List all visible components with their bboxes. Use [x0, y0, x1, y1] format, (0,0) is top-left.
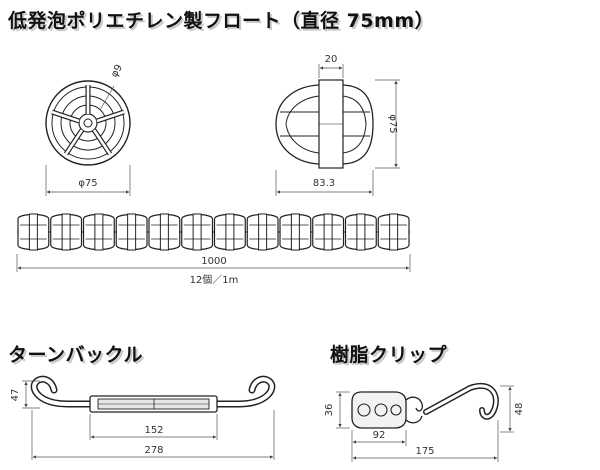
float-front-view — [45, 80, 131, 166]
side-length-label: 83.3 — [313, 178, 335, 189]
turnbuckle-heading: ターンバックル — [8, 344, 143, 366]
clip-drawing — [351, 383, 499, 429]
clip-height-right-label: 48 — [514, 403, 525, 416]
side-width-label: 20 — [325, 54, 338, 65]
clip-dimension-lines — [336, 385, 514, 462]
chain-float-unit — [148, 213, 181, 251]
chain-float-unit — [50, 213, 83, 251]
clip-body-label: 92 — [373, 430, 386, 441]
clip-heading: 樹脂クリップ — [330, 344, 448, 366]
side-dia-label: φ75 — [387, 114, 398, 133]
front-dia-label: φ75 — [78, 178, 97, 189]
chain-float-unit — [246, 213, 279, 251]
chain-float-unit — [344, 213, 377, 251]
front-dimension-lines — [45, 85, 131, 196]
chain-length-label: 1000 — [201, 256, 226, 267]
float-side-view — [275, 79, 374, 169]
chain-float-unit — [82, 213, 115, 251]
clip-total-label: 175 — [415, 446, 434, 457]
chain-float-unit — [279, 213, 312, 251]
chain-count-label: 12個／1m — [190, 273, 239, 286]
turnbuckle-height-label: 47 — [10, 389, 21, 402]
chain-float-unit — [115, 213, 148, 251]
side-dimension-lines — [275, 64, 400, 196]
turnbuckle-dimension-lines — [22, 380, 275, 460]
chain-dimension-lines — [16, 254, 411, 272]
chain-float-unit — [377, 213, 410, 251]
float-chain — [17, 213, 410, 251]
turnbuckle-total-label: 278 — [144, 445, 163, 456]
turnbuckle-body-label: 152 — [144, 425, 163, 436]
float-heading: 低発泡ポリエチレン製フロート（直径 75mm） — [8, 10, 435, 32]
clip-height-left-label: 36 — [324, 404, 335, 417]
chain-float-unit — [213, 213, 246, 251]
hole-dia-label: φ9 — [109, 63, 125, 80]
chain-float-unit — [312, 213, 345, 251]
turnbuckle-drawing — [30, 375, 276, 413]
chain-float-unit — [181, 213, 214, 251]
chain-float-unit — [17, 213, 50, 251]
